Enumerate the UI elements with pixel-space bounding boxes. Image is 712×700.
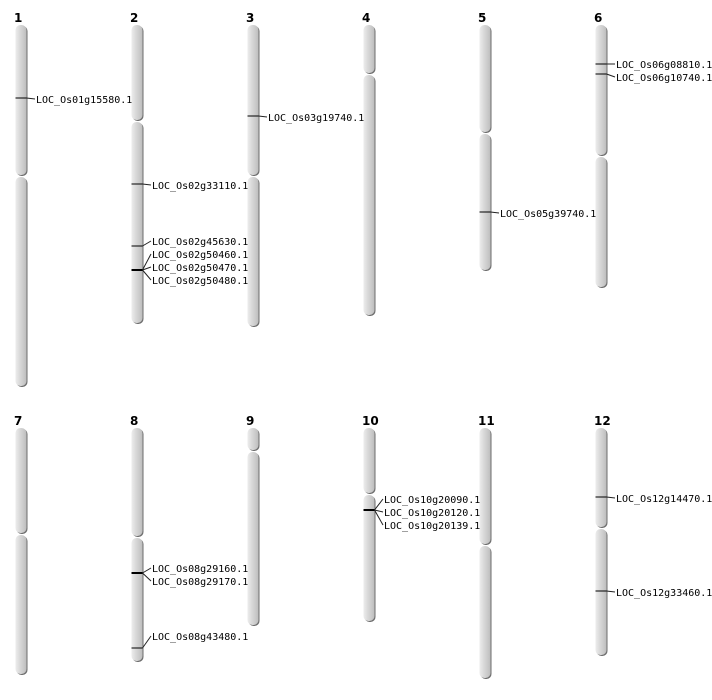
gene-leader-line <box>142 269 152 281</box>
chromosome-label: 3 <box>246 11 254 25</box>
gene-label: LOC_Os06g08810.1 <box>616 60 712 71</box>
chromosome-2: 2LOC_Os02g33110.1LOC_Os02g45630.1LOC_Os0… <box>130 11 248 324</box>
gene-label: LOC_Os12g33460.1 <box>616 588 712 599</box>
gene-label: LOC_Os06g10740.1 <box>616 73 712 84</box>
gene-label: LOC_Os08g43480.1 <box>152 632 248 643</box>
chromosome-short-arm <box>131 25 143 120</box>
chromosome-long-arm <box>479 546 491 678</box>
chromosome-long-arm <box>15 535 27 674</box>
chromosome-label: 1 <box>14 11 22 25</box>
gene-leader-line <box>490 211 500 214</box>
chromosome-long-arm <box>479 134 491 270</box>
gene-leader-line <box>142 266 152 271</box>
gene-leader-line <box>606 73 616 78</box>
gene-leader-line <box>374 509 384 526</box>
gene-label: LOC_Os01g15580.1 <box>36 95 132 106</box>
chromosome-label: 9 <box>246 414 254 428</box>
gene-leader-line <box>142 635 152 649</box>
gene-leader-line <box>142 572 152 582</box>
chromosome-9: 9 <box>246 414 260 626</box>
gene-leader-line <box>26 97 36 100</box>
chromosome-7: 7 <box>14 414 28 675</box>
gene-leader-line <box>374 498 384 511</box>
gene-label: LOC_Os10g20139.1 <box>384 521 480 532</box>
chromosome-label: 2 <box>130 11 138 25</box>
chromosome-label: 6 <box>594 11 602 25</box>
chromosome-label: 4 <box>362 11 370 25</box>
chromosome-short-arm <box>15 428 27 533</box>
chromosome-short-arm <box>479 428 491 544</box>
gene-label: LOC_Os12g14470.1 <box>616 494 712 505</box>
gene-label: LOC_Os03g19740.1 <box>268 113 364 124</box>
chromosome-label: 11 <box>478 414 495 428</box>
gene-label: LOC_Os02g33110.1 <box>152 181 248 192</box>
chromosome-long-arm <box>247 177 259 326</box>
gene-leader-line <box>258 115 268 118</box>
chromosome-8: 8LOC_Os08g29160.1LOC_Os08g29170.1LOC_Os0… <box>130 414 248 662</box>
gene-label: LOC_Os02g50460.1 <box>152 250 248 261</box>
chromosome-long-arm <box>15 177 27 386</box>
gene-label: LOC_Os08g29170.1 <box>152 577 248 588</box>
chromosome-10: 10LOC_Os10g20090.1LOC_Os10g20120.1LOC_Os… <box>362 414 480 622</box>
chromosome-label: 7 <box>14 414 22 428</box>
chromosome-short-arm <box>363 25 375 73</box>
chromosome-short-arm <box>131 428 143 536</box>
gene-label: LOC_Os10g20090.1 <box>384 495 480 506</box>
chromosome-4: 4 <box>362 11 376 316</box>
chromosome-label: 8 <box>130 414 138 428</box>
chromosome-long-arm <box>595 157 607 287</box>
gene-label: LOC_Os08g29160.1 <box>152 564 248 575</box>
chromosome-long-arm <box>131 538 143 661</box>
chromosome-short-arm <box>247 25 259 175</box>
chromosome-label: 5 <box>478 11 486 25</box>
gene-label: LOC_Os02g50480.1 <box>152 276 248 287</box>
gene-label: LOC_Os10g20120.1 <box>384 508 480 519</box>
gene-leader-line <box>606 590 616 593</box>
chromosome-11: 11 <box>478 414 495 679</box>
chromosome-long-arm <box>595 529 607 655</box>
chromosome-long-arm <box>363 75 375 315</box>
chromosome-label: 10 <box>362 414 379 428</box>
gene-label: LOC_Os02g50470.1 <box>152 263 248 274</box>
gene-leader-line <box>606 496 616 499</box>
gene-leader-line <box>142 253 152 271</box>
gene-leader-line <box>142 240 152 247</box>
chromosome-label: 12 <box>594 414 611 428</box>
chromosome-short-arm <box>595 428 607 527</box>
chromosome-long-arm <box>247 452 259 625</box>
chromosome-short-arm <box>15 25 27 175</box>
gene-leader-line <box>142 183 152 186</box>
gene-label: LOC_Os05g39740.1 <box>500 209 596 220</box>
chromosome-short-arm <box>595 25 607 155</box>
gene-leader-line <box>142 567 152 574</box>
chromosome-long-arm <box>131 122 143 323</box>
chromosome-short-arm <box>247 428 259 450</box>
chromosome-short-arm <box>363 428 375 493</box>
gene-leader-line <box>374 509 384 513</box>
chromosome-long-arm <box>363 495 375 621</box>
chromosome-short-arm <box>479 25 491 132</box>
gene-label: LOC_Os02g45630.1 <box>152 237 248 248</box>
